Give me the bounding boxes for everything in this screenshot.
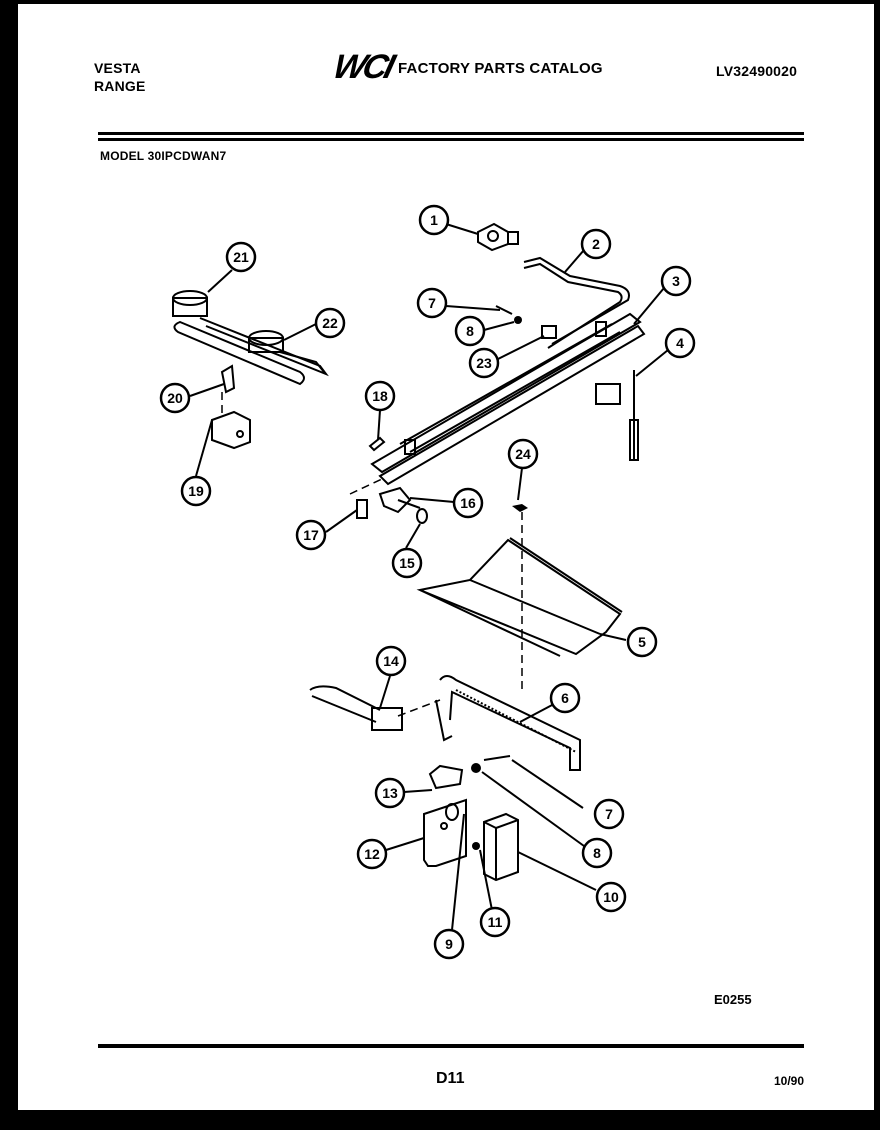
svg-text:21: 21 [233, 249, 249, 265]
document-id: LV32490020 [716, 63, 798, 79]
svg-text:8: 8 [466, 323, 474, 339]
svg-text:17: 17 [303, 527, 319, 543]
page-number: D11 [436, 1070, 465, 1087]
callout-17: 17 [295, 519, 327, 551]
svg-text:7: 7 [428, 295, 436, 311]
model-number: MODEL 30IPCDWAN7 [100, 149, 227, 163]
svg-text:23: 23 [476, 355, 492, 371]
product-type: RANGE [94, 78, 146, 94]
callout-19: 19 [180, 475, 212, 507]
svg-text:10: 10 [603, 889, 619, 905]
svg-text:2: 2 [592, 236, 600, 252]
callout-5: 5 [626, 626, 658, 658]
callout-16: 16 [452, 487, 484, 519]
callout-2: 2 [580, 228, 612, 260]
ignition-and-shield [349, 477, 623, 690]
callout-9: 9 [433, 928, 465, 960]
catalog-page: VESTA RANGE WCI FACTORY PARTS CATALOG LV… [18, 4, 874, 1110]
callout-21: 21 [225, 241, 257, 273]
callout-20: 20 [159, 382, 191, 414]
callout-7-upper: 7 [416, 287, 448, 319]
callout-3: 3 [660, 265, 692, 297]
revision-date: 10/90 [774, 1074, 805, 1088]
svg-text:12: 12 [364, 846, 380, 862]
valve-and-manifold [368, 222, 646, 486]
catalog-title: FACTORY PARTS CATALOG [398, 60, 603, 77]
callout-24: 24 [507, 438, 539, 470]
svg-text:20: 20 [167, 390, 183, 406]
callout-4: 4 [664, 327, 696, 359]
svg-text:4: 4 [676, 335, 684, 351]
svg-text:8: 8 [593, 845, 601, 861]
callout-18: 18 [364, 380, 396, 412]
svg-text:22: 22 [322, 315, 338, 331]
drawing-code: E0255 [714, 992, 752, 1007]
callout-8-upper: 8 [454, 315, 486, 347]
callout-11: 11 [479, 906, 511, 938]
callout-23: 23 [468, 347, 500, 379]
burner-assembly [172, 290, 329, 450]
callout-13: 13 [374, 777, 406, 809]
svg-text:16: 16 [460, 495, 476, 511]
callout-22: 22 [314, 307, 346, 339]
callout-6: 6 [549, 682, 581, 714]
svg-text:3: 3 [672, 273, 680, 289]
footer-rule [98, 1044, 804, 1048]
svg-text:7: 7 [605, 806, 613, 822]
svg-text:9: 9 [445, 936, 453, 952]
callout-7-lower: 7 [593, 798, 625, 830]
callout-12: 12 [356, 838, 388, 870]
svg-text:14: 14 [383, 653, 399, 669]
svg-text:1: 1 [430, 212, 438, 228]
svg-text:15: 15 [399, 555, 415, 571]
callout-14: 14 [375, 645, 407, 677]
svg-text:24: 24 [515, 446, 531, 462]
callout-1: 1 [418, 204, 450, 236]
leader-lines [189, 223, 669, 931]
callout-10: 10 [595, 881, 627, 913]
svg-text:18: 18 [372, 388, 388, 404]
svg-text:6: 6 [561, 690, 569, 706]
brand-name: VESTA [94, 60, 141, 76]
header-rule-thick [98, 132, 804, 135]
svg-text:5: 5 [638, 634, 646, 650]
svg-text:13: 13 [382, 785, 398, 801]
header-rule-thin [98, 138, 804, 141]
brand-block: VESTA RANGE [94, 59, 146, 95]
callout-15: 15 [391, 547, 423, 579]
callout-8-lower: 8 [581, 837, 613, 869]
svg-text:11: 11 [488, 914, 503, 930]
svg-text:19: 19 [188, 483, 204, 499]
